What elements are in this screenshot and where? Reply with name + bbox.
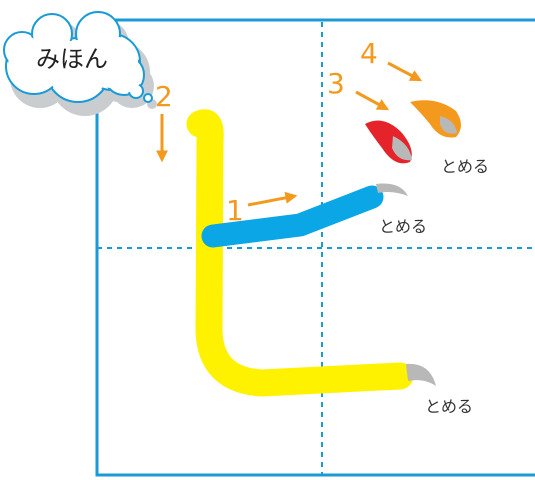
stroke-number-3: 3 [327,67,345,100]
stroke-number-4: 4 [360,37,378,70]
stroke-1 [201,185,384,248]
stop-mark-stroke-3 [392,136,412,161]
order-arrow-4 [387,61,423,82]
stroke-number-2: 2 [155,80,173,113]
order-arrow-1 [247,191,298,207]
order-arrow-3 [355,90,390,111]
stop-mark-stroke-4 [440,116,457,134]
sample-cloud-badge: みほん [3,11,157,116]
stop-note-stroke-1: とめる [379,217,427,236]
stop-mark-stroke-1 [376,183,408,196]
stop-note-stroke-4: とめる [441,157,489,176]
stroke-number-1: 1 [226,194,244,227]
stop-note-stroke-2: とめる [425,397,473,416]
stop-mark-stroke-2 [406,363,436,386]
stroke-2 [186,109,414,397]
sample-label: みほん [36,45,108,73]
